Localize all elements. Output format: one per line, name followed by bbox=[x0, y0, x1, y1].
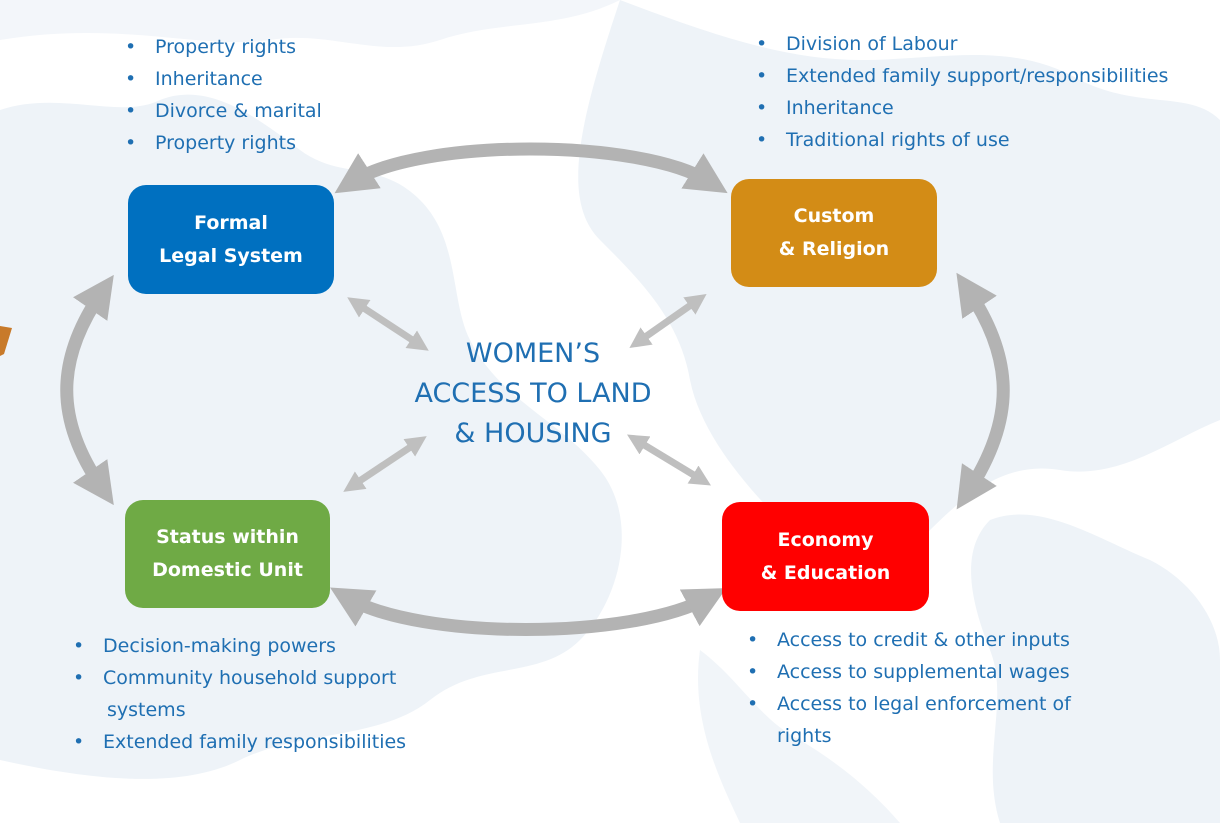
list-item: Access to credit & other inputs bbox=[743, 624, 1143, 656]
box-status-line1: Status within bbox=[156, 526, 299, 548]
edge-mark-shape bbox=[0, 326, 12, 356]
arrow-right-curved bbox=[956, 272, 1010, 510]
list-item: Property rights bbox=[121, 31, 322, 63]
box-formal-legal-system: Formal Legal System bbox=[128, 185, 334, 294]
center-title-line3: & HOUSING bbox=[454, 418, 612, 449]
list-item: Divorce & marital bbox=[121, 95, 322, 127]
center-title: WOMEN’S ACCESS TO LAND & HOUSING bbox=[388, 334, 678, 454]
center-title-line1: WOMEN’S bbox=[465, 338, 601, 369]
list-item: Community household support systems bbox=[69, 662, 469, 726]
box-status-domestic-unit: Status within Domestic Unit bbox=[125, 500, 330, 608]
list-economy: Access to credit & other inputs Access t… bbox=[743, 624, 1143, 752]
list-item: Traditional rights of use bbox=[752, 124, 1168, 156]
box-economy-education: Economy & Education bbox=[722, 502, 929, 611]
list-item: Property rights bbox=[121, 127, 322, 159]
box-custom-religion: Custom & Religion bbox=[731, 179, 937, 287]
arrow-custom-center bbox=[629, 293, 707, 349]
list-item: Inheritance bbox=[121, 63, 322, 95]
list-item: Access to legal enforcement of rights bbox=[743, 688, 1143, 752]
arrow-status-center bbox=[343, 436, 427, 492]
list-item: Decision-making powers bbox=[69, 630, 469, 662]
arrow-economy-center bbox=[627, 434, 711, 486]
list-custom: Division of Labour Extended family suppo… bbox=[752, 28, 1168, 156]
list-item-line2: systems bbox=[107, 699, 186, 721]
list-item-line1: Access to legal enforcement of bbox=[777, 693, 1071, 715]
list-legal: Property rights Inheritance Divorce & ma… bbox=[121, 31, 322, 159]
box-custom-line2: & Religion bbox=[778, 238, 890, 260]
list-item-line1: Community household support bbox=[103, 667, 397, 689]
list-item: Extended family responsibilities bbox=[69, 726, 469, 758]
box-economy-line1: Economy bbox=[777, 528, 874, 551]
list-item: Extended family support/responsibilities bbox=[752, 60, 1168, 92]
box-status-line2: Domestic Unit bbox=[152, 559, 303, 581]
list-item: Division of Labour bbox=[752, 28, 1168, 60]
list-item: Access to supplemental wages bbox=[743, 656, 1143, 688]
list-item: Inheritance bbox=[752, 92, 1168, 124]
box-custom-line1: Custom bbox=[793, 205, 875, 227]
list-status: Decision-making powers Community househo… bbox=[69, 630, 469, 758]
arrow-legal-center bbox=[347, 297, 429, 351]
arrow-top-curved bbox=[334, 142, 728, 194]
list-item-line2: rights bbox=[777, 725, 832, 747]
arrow-bottom-curved bbox=[330, 587, 727, 636]
box-legal-line2: Legal System bbox=[159, 244, 303, 267]
box-economy-line2: & Education bbox=[760, 561, 891, 584]
center-title-line2: ACCESS TO LAND bbox=[414, 378, 652, 409]
arrow-left-curved bbox=[60, 274, 114, 506]
box-legal-line1: Formal bbox=[194, 211, 268, 234]
